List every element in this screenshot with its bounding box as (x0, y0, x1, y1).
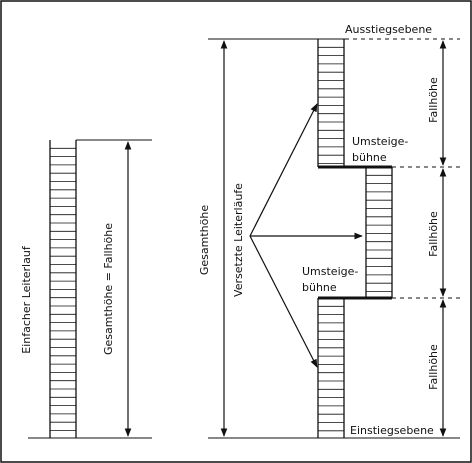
pointer-arrow-top (249, 103, 318, 237)
platform-upper-label-2: bühne (352, 151, 387, 164)
total-height-label: Gesamthöhe (198, 205, 211, 275)
entry-level-label: Einstiegsebene (350, 424, 434, 437)
platform-lower-label-1: Umsteige- (302, 265, 358, 278)
fall-height-label-2: Fallhöhe (427, 211, 440, 257)
single-ladder-run: Gesamthöhe = Fallhöhe Einfacher Leiterla… (20, 139, 152, 439)
height-label-left: Gesamthöhe = Fallhöhe (102, 223, 115, 355)
fall-height-label-3: Fallhöhe (427, 344, 440, 390)
offset-ladders-label: Versetzte Leiterläufe (232, 183, 245, 297)
platform-upper-label-1: Umsteige- (352, 135, 408, 148)
ladder-left (49, 140, 77, 438)
offset-ladder-runs: Gesamthöhe Versetzte Leiterläufe Fallhöh… (198, 23, 460, 439)
fall-height-label-1: Fallhöhe (427, 77, 440, 123)
pointer-arrow-bottom (249, 235, 318, 368)
platform-lower-label-2: bühne (302, 281, 337, 294)
exit-level-label: Ausstiegsebene (345, 23, 432, 36)
single-ladder-label: Einfacher Leiterlauf (20, 245, 33, 354)
ladder-right-bottom (317, 298, 345, 438)
ladder-right-middle (365, 167, 393, 298)
ladder-right-top (317, 39, 345, 167)
